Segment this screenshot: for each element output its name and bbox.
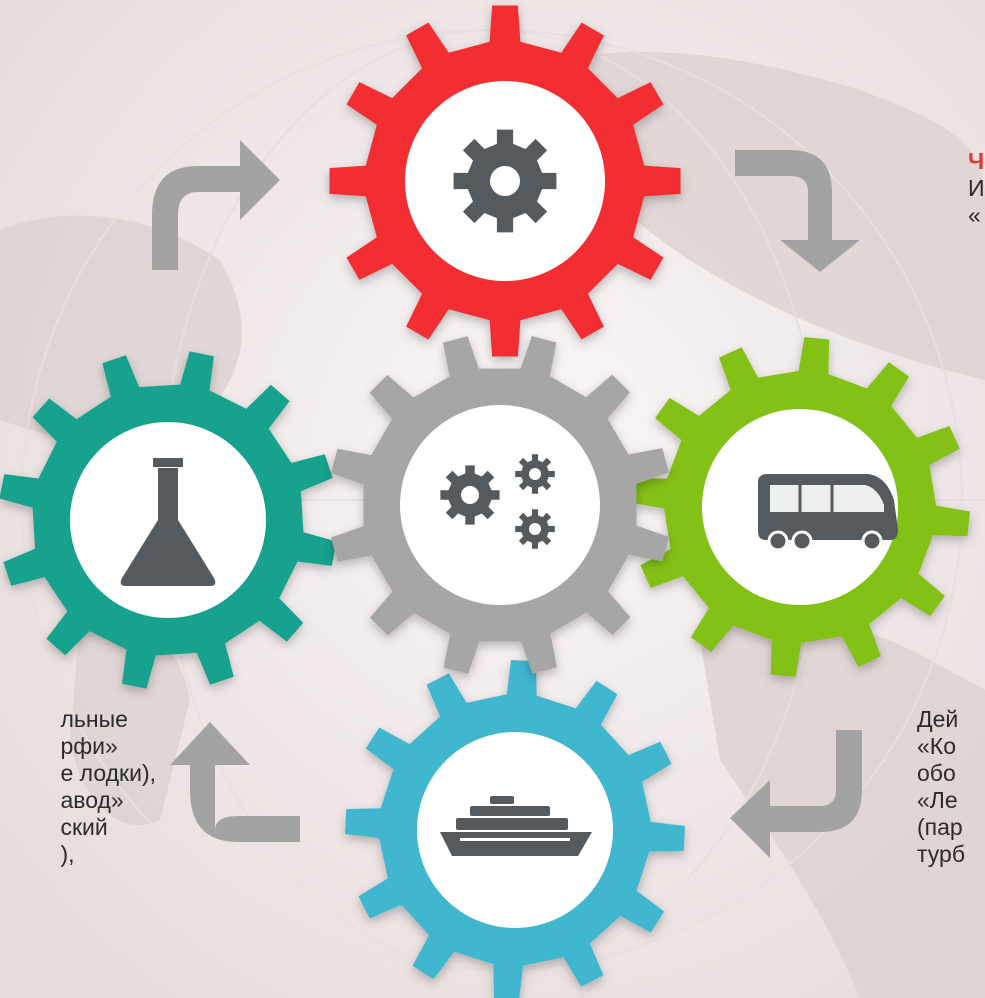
arrow-left-top	[152, 140, 280, 270]
text-block-right: Дей «Ко обо «Ле (пар турб	[917, 706, 965, 868]
arrow-right-bottom	[730, 730, 862, 858]
text-left-line: авод»	[60, 787, 124, 813]
text-right-line: (пар	[917, 814, 963, 840]
text-left-line: льные	[60, 706, 128, 732]
arrow-top-right	[735, 150, 860, 272]
text-top-right-line: И	[968, 175, 985, 201]
three-gears-icon	[440, 454, 555, 549]
cruise-ship-icon	[440, 796, 592, 856]
gear-center-center	[400, 405, 600, 605]
text-left-line: рфи»	[60, 733, 118, 759]
text-right-line: «Ко	[917, 733, 956, 759]
bus-icon	[758, 474, 898, 552]
text-left-line: ),	[60, 841, 75, 867]
text-block-top-right: Ч И «	[968, 148, 985, 229]
text-left-line: ский	[60, 814, 108, 840]
text-right-line: Дей	[917, 706, 959, 732]
text-left-line: е лодки),	[60, 760, 156, 786]
text-top-right-line: «	[968, 202, 981, 228]
flask-icon	[120, 458, 216, 586]
cycle-arrows	[152, 140, 862, 858]
text-right-line: турб	[917, 841, 965, 867]
text-top-right-line: Ч	[968, 148, 985, 174]
text-right-line: обо	[917, 760, 956, 786]
gear-icon	[453, 129, 557, 233]
arrow-left-bottom	[170, 722, 300, 842]
gear-center	[331, 336, 669, 674]
text-block-left: льные рфи» е лодки), авод» ский ),	[60, 706, 156, 868]
text-right-line: «Ле	[917, 787, 958, 813]
